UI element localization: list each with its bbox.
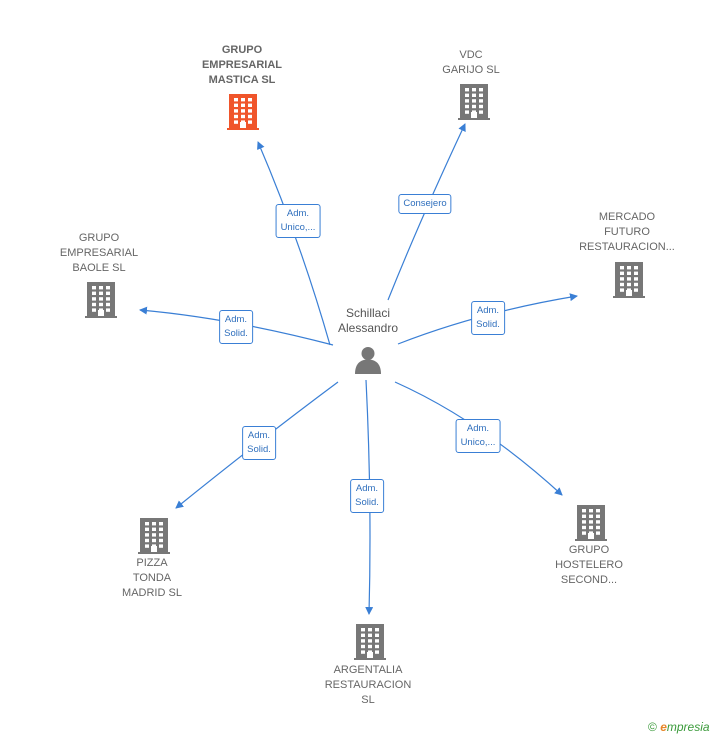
edge-role-mastica[interactable]: Adm. Unico,... [275, 204, 321, 238]
label-line: GRUPO [221, 44, 263, 56]
brand-logo: empresia [660, 720, 709, 734]
label-line: Solid. [476, 319, 500, 330]
company-name-pizza[interactable]: PIZZA TONDA MADRID SL [122, 556, 182, 601]
building-icon-mastica[interactable] [227, 94, 259, 130]
edge-role-vdc[interactable]: Consejero [398, 194, 452, 214]
company-name-mastica[interactable]: GRUPO EMPRESARIAL MASTICA SL [202, 43, 282, 88]
label-line: Alessandro [337, 321, 399, 335]
label-line: Solid. [247, 444, 271, 455]
building-icon-baole[interactable] [85, 282, 117, 318]
edge-role-hostelero[interactable]: Adm. Unico,... [455, 419, 501, 453]
company-name-hostelero[interactable]: GRUPO HOSTELERO SECOND... [555, 543, 623, 588]
footer-brand[interactable]: © empresia [648, 720, 710, 734]
label-line: HOSTELERO [555, 559, 623, 571]
label-line: Adm. [355, 483, 379, 494]
label-line: Schillaci [345, 306, 391, 320]
brand-initial: e [660, 720, 667, 734]
label-line: Consejero [403, 198, 447, 209]
building-icon-vdc[interactable] [458, 84, 490, 120]
label-line: Unico,... [460, 437, 496, 448]
label-line: GRUPO [78, 232, 120, 244]
label-line: MERCADO [598, 211, 656, 223]
company-name-baole[interactable]: GRUPO EMPRESARIAL BAOLE SL [60, 231, 138, 276]
company-name-argentalia[interactable]: ARGENTALIA RESTAURACION SL [325, 663, 412, 708]
label-line: SECOND... [560, 574, 618, 586]
label-line: TONDA [132, 572, 172, 584]
label-line: RESTAURACION [324, 679, 412, 691]
company-name-vdc[interactable]: VDC GARIJO SL [442, 48, 499, 78]
label-line: MADRID SL [122, 587, 182, 599]
building-icon-argentalia[interactable] [354, 624, 386, 660]
label-line: EMPRESARIAL [59, 247, 139, 259]
copyright-symbol: © [648, 720, 657, 734]
edge-role-baole[interactable]: Adm. Solid. [219, 310, 253, 344]
label-line: Adm. [286, 208, 310, 219]
label-line: Adm. [224, 314, 248, 325]
person-layer [355, 347, 381, 374]
edge-line-mastica [257, 141, 331, 346]
edge-role-argentalia[interactable]: Adm. Solid. [350, 479, 384, 513]
label-line: GARIJO SL [442, 64, 500, 76]
label-line: MASTICA SL [208, 74, 276, 86]
label-line: ARGENTALIA [333, 664, 403, 676]
person-icon[interactable] [355, 347, 381, 374]
label-line: PIZZA [136, 557, 168, 569]
brand-rest: mpresia [666, 720, 710, 734]
label-line: Solid. [355, 497, 379, 508]
label-line: Solid. [224, 328, 248, 339]
label-line: Unico,... [280, 222, 316, 233]
label-line: RESTAURACION... [579, 241, 675, 253]
label-line: FUTURO [604, 226, 650, 238]
label-line: BAOLE SL [72, 262, 126, 274]
building-icon-mercado[interactable] [613, 262, 645, 298]
label-line: GRUPO [568, 544, 610, 556]
building-icon-pizza[interactable] [138, 518, 170, 554]
edge-role-pizza[interactable]: Adm. Solid. [242, 426, 276, 460]
label-line: VDC [459, 49, 483, 61]
label-line: Adm. [466, 423, 490, 434]
buildings-layer [85, 84, 645, 660]
label-line: SL [361, 694, 375, 706]
building-icon-hostelero[interactable] [575, 505, 607, 541]
label-line: Adm. [476, 305, 500, 316]
edge-role-mercado[interactable]: Adm. Solid. [471, 301, 505, 335]
edge-line-vdc [387, 123, 466, 301]
company-name-mercado[interactable]: MERCADO FUTURO RESTAURACION... [579, 210, 675, 255]
label-line: EMPRESARIAL [201, 59, 283, 71]
label-line: Adm. [247, 430, 271, 441]
